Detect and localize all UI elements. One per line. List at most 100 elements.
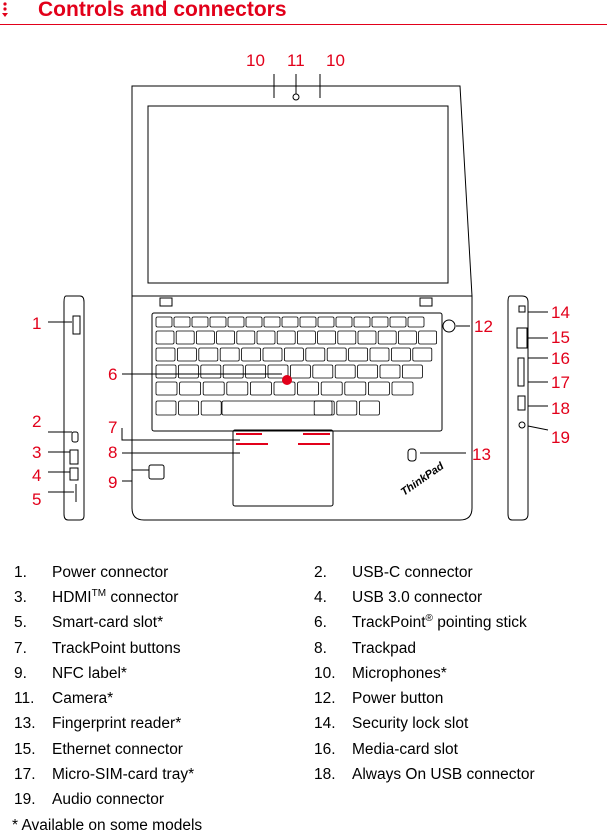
keyboard-key — [353, 316, 371, 328]
keyboard-key — [326, 347, 347, 362]
keyboard-key — [227, 316, 245, 328]
callout-6: 6 — [108, 365, 117, 384]
keyboard-key — [390, 347, 411, 362]
keyboard-key — [305, 347, 326, 362]
legend-item: 2.USB-C connector — [314, 564, 473, 581]
keyboard-key — [281, 316, 299, 328]
keyboard-key — [357, 364, 379, 379]
keyboard-key — [179, 381, 202, 396]
keyboard-key — [198, 347, 219, 362]
keyboard-key — [377, 330, 397, 345]
page-title: Controls and connectors — [38, 0, 287, 21]
trackpoint-stick — [282, 375, 292, 385]
keyboard-key — [249, 381, 272, 396]
callout-16: 16 — [551, 349, 570, 368]
keyboard-key — [283, 347, 304, 362]
keyboard-key — [155, 330, 175, 345]
legend-item: 9.NFC label* — [14, 665, 127, 682]
laptop-display — [147, 105, 449, 284]
callout-17: 17 — [551, 373, 570, 392]
legend-item: 15.Ethernet connector — [14, 741, 183, 758]
keyboard-key — [177, 364, 199, 379]
keyboard-key — [412, 347, 433, 362]
legend-item: 17.Micro-SIM-card tray* — [14, 766, 195, 783]
laptop-diagram: ThinkPad 1 2 3 4 5 6 7 8 9 10 11 10 12 1… — [32, 51, 570, 521]
keyboard-key — [191, 316, 209, 328]
keyboard-key — [320, 381, 343, 396]
keyboard-key — [173, 316, 191, 328]
legend-item: 3.HDMITM connector — [14, 588, 179, 607]
keyboard-key — [256, 330, 276, 345]
keyboard-key — [245, 316, 263, 328]
legend-item: 19.Audio connector — [14, 791, 165, 808]
keyboard-key — [155, 316, 173, 328]
laptop-base — [131, 295, 473, 521]
laptop-lid — [131, 85, 473, 297]
section-bullet-icon — [2, 2, 8, 17]
keyboard-key — [178, 400, 200, 416]
keyboard-key — [297, 381, 320, 396]
legend-item: 18.Always On USB connector — [314, 766, 535, 783]
callout-10a: 10 — [246, 51, 265, 70]
keyboard-key — [267, 364, 289, 379]
keyboard-key — [289, 364, 311, 379]
keyboard — [151, 312, 443, 432]
callout-2: 2 — [32, 412, 41, 431]
keyboard-key — [379, 364, 401, 379]
keyboard-key — [222, 364, 244, 379]
callout-10b: 10 — [326, 51, 345, 70]
keyboard-key — [358, 400, 380, 416]
callout-7: 7 — [108, 418, 117, 437]
keyboard-key — [317, 316, 335, 328]
keyboard-key — [312, 364, 334, 379]
keyboard-key — [296, 330, 316, 345]
callout-8: 8 — [108, 443, 117, 462]
keyboard-key — [348, 347, 369, 362]
keyboard-key — [155, 347, 176, 362]
keyboard-key — [226, 381, 249, 396]
keyboard-key — [195, 330, 215, 345]
keyboard-key — [367, 381, 390, 396]
keyboard-key — [299, 316, 317, 328]
space-bar — [221, 400, 333, 416]
keyboard-key — [369, 347, 390, 362]
keyboard-key — [397, 330, 417, 345]
keyboard-key — [401, 364, 423, 379]
legend-item: 12.Power button — [314, 690, 444, 707]
keyboard-key — [262, 347, 283, 362]
legend-item: 14.Security lock slot — [314, 715, 469, 732]
keyboard-key — [155, 400, 177, 416]
legend-item: 1.Power connector — [14, 564, 169, 581]
callout-12: 12 — [474, 317, 493, 336]
keyboard-key — [344, 381, 367, 396]
keyboard-key — [418, 330, 438, 345]
callout-18: 18 — [551, 399, 570, 418]
keyboard-key — [407, 316, 425, 328]
keyboard-key — [155, 381, 178, 396]
keyboard-key — [335, 316, 353, 328]
callout-1: 1 — [32, 314, 41, 333]
footnote: * Available on some models — [12, 817, 203, 834]
keyboard-key — [357, 330, 377, 345]
section-header: Controls and connectors — [0, 0, 607, 25]
legend-item: 10.Microphones* — [314, 665, 447, 682]
trackpad-outline — [232, 429, 334, 507]
keyboard-key — [241, 347, 262, 362]
callout-3: 3 — [32, 443, 41, 462]
keyboard-key — [219, 347, 240, 362]
callout-14: 14 — [551, 303, 570, 322]
keyboard-key — [176, 347, 197, 362]
callout-13: 13 — [472, 445, 491, 464]
left-side-view — [63, 295, 85, 521]
legend-item: 5.Smart-card slot* — [14, 614, 164, 631]
keyboard-key — [317, 330, 337, 345]
legend-item: 16.Media-card slot — [314, 741, 458, 758]
keyboard-key — [209, 316, 227, 328]
callout-11: 11 — [287, 51, 305, 70]
callout-19: 19 — [551, 428, 570, 447]
keyboard-key — [200, 400, 222, 416]
legend-item: 13.Fingerprint reader* — [14, 715, 182, 732]
keyboard-key — [263, 316, 281, 328]
keyboard-key — [236, 330, 256, 345]
keyboard-key — [336, 400, 358, 416]
